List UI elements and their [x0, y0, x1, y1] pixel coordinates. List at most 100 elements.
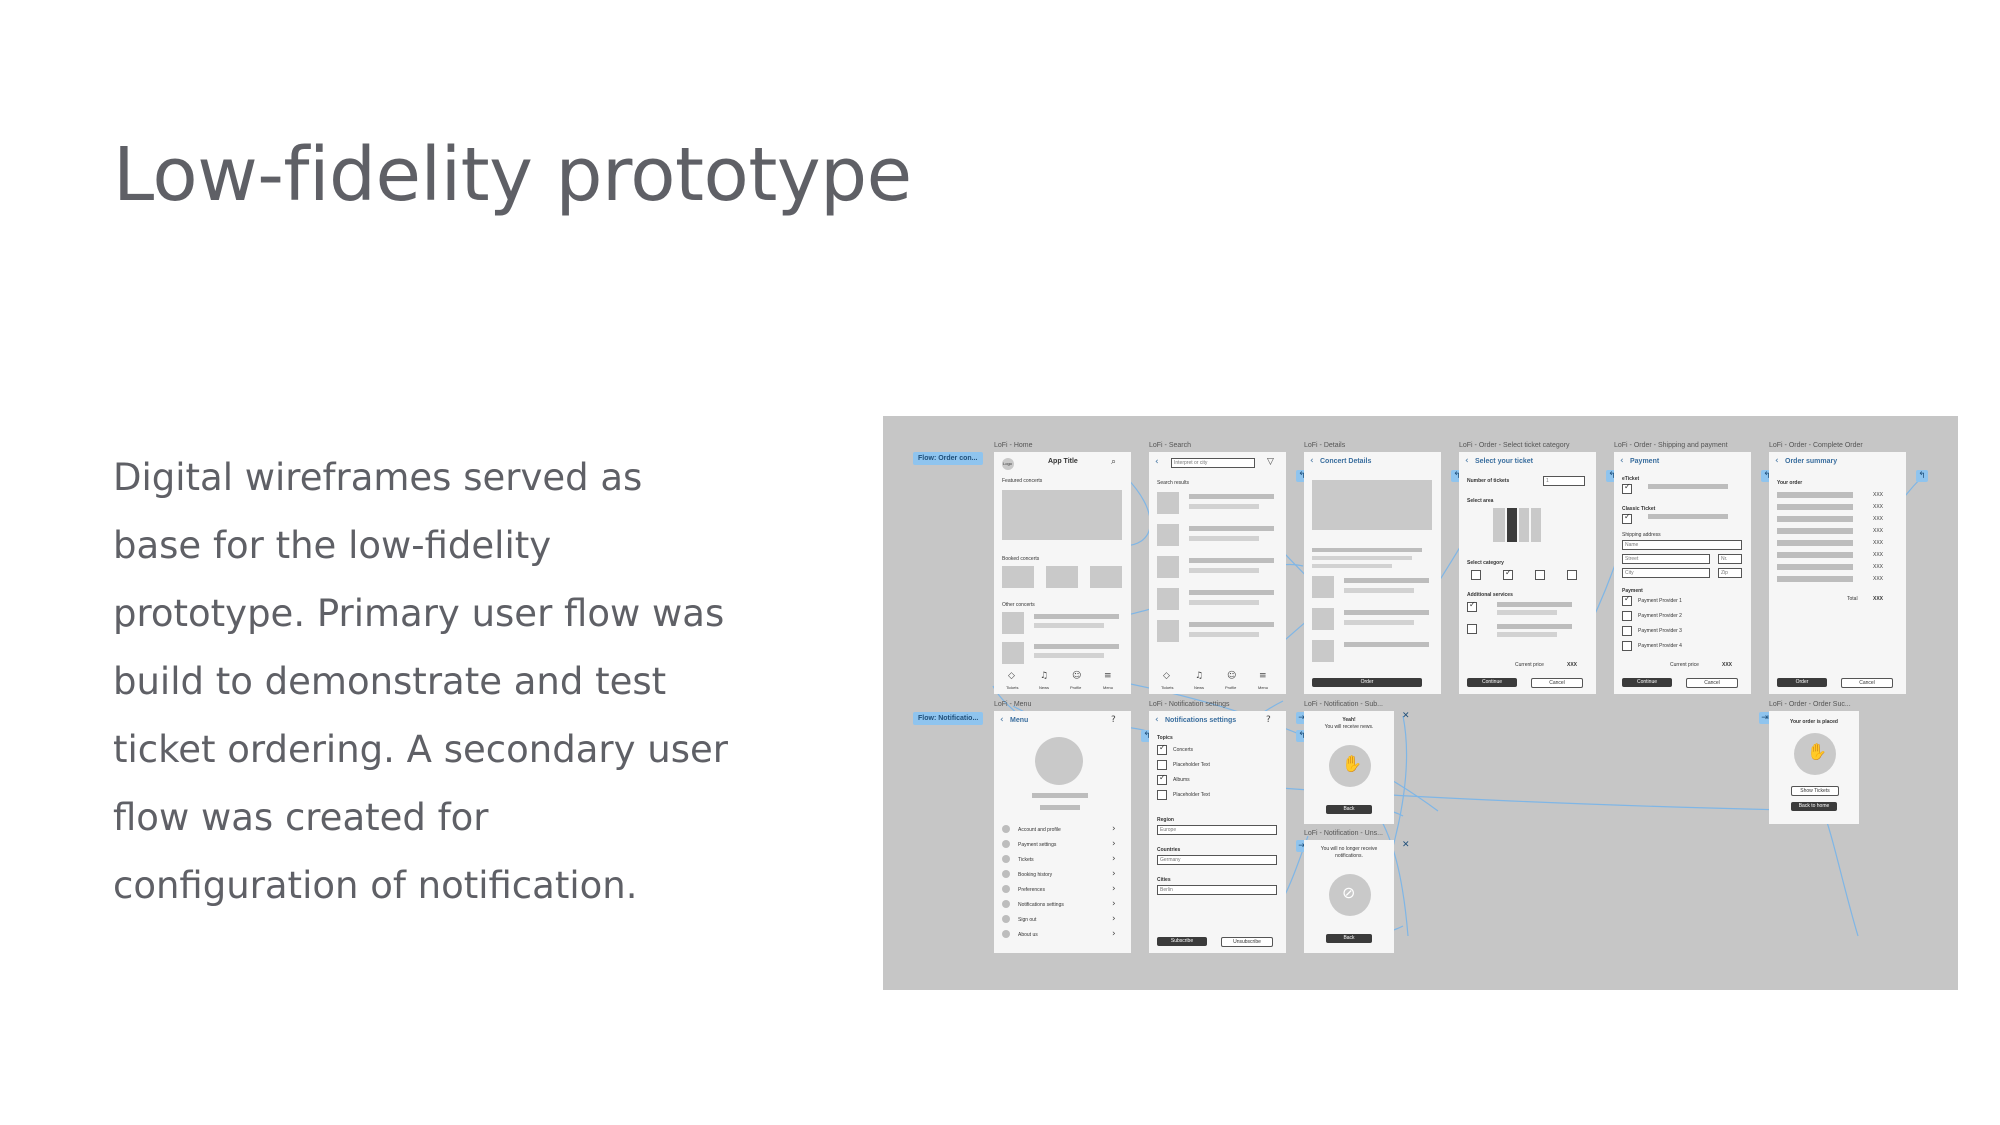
tab-profile[interactable]: Profile	[1070, 685, 1082, 690]
profile-tab-icon[interactable]: ☺	[1227, 671, 1237, 681]
tickets-tab-icon[interactable]: ◇	[1008, 671, 1015, 681]
region-select[interactable]: Europe	[1157, 825, 1277, 835]
frame-order-success[interactable]: Your order is placed ✋ Show Tickets Back…	[1769, 711, 1859, 824]
help-icon[interactable]: ?	[1266, 715, 1271, 725]
category-checkbox[interactable]	[1503, 568, 1513, 580]
classic-ticket-checkbox[interactable]	[1622, 512, 1632, 524]
tab-menu[interactable]: Menu	[1258, 685, 1269, 690]
back-icon[interactable]: ‹	[1155, 457, 1159, 467]
category-checkbox[interactable]	[1471, 570, 1481, 580]
continue-button[interactable]: Continue	[1467, 678, 1517, 687]
flow-order-button[interactable]: Flow: Order con...	[913, 452, 983, 465]
menu-item-preferences[interactable]: Preferences	[1018, 887, 1045, 893]
tab-news[interactable]: News	[1039, 685, 1050, 690]
back-button[interactable]: Back	[1326, 934, 1372, 943]
continue-button[interactable]: Continue	[1622, 678, 1672, 687]
topic-checkbox[interactable]	[1157, 790, 1167, 800]
menu-item-sign-out[interactable]: Sign out	[1018, 917, 1037, 923]
back-icon[interactable]: ‹	[1465, 456, 1469, 466]
area-block[interactable]	[1531, 508, 1541, 542]
news-tab-icon[interactable]: ♫	[1040, 671, 1049, 681]
frame-shipping[interactable]: ‹ Payment eTicket Classic Ticket Shippin…	[1614, 452, 1751, 694]
prototype-canvas[interactable]: Flow: Order con... Flow: Notificatio... …	[883, 416, 1958, 990]
frame-notification-unsubscribed[interactable]: You will no longer receive notifications…	[1304, 840, 1394, 953]
frame-notification-settings[interactable]: ‹ Notifications settings ? Topics Concer…	[1149, 711, 1286, 953]
provider-checkbox[interactable]	[1622, 626, 1632, 636]
news-tab-icon[interactable]: ♫	[1195, 671, 1204, 681]
area-block-selected[interactable]	[1507, 508, 1517, 542]
menu-item-booking-history[interactable]: Booking history	[1018, 872, 1053, 878]
chevron-right-icon[interactable]: ›	[1112, 869, 1116, 879]
frame-select-ticket[interactable]: ‹ Select your ticket Number of tickets 1…	[1459, 452, 1596, 694]
order-button[interactable]: Order	[1777, 678, 1827, 687]
order-button[interactable]: Order	[1312, 678, 1422, 687]
booked-card[interactable]	[1002, 566, 1034, 588]
unsubscribe-button[interactable]: Unsubscribe	[1221, 937, 1273, 947]
menu-item-account[interactable]: Account and profile	[1018, 827, 1061, 833]
tab-tickets[interactable]: Tickets	[1006, 685, 1019, 690]
back-link-icon[interactable]: ↰	[1916, 470, 1928, 482]
category-checkbox[interactable]	[1567, 570, 1577, 580]
topic-checkbox[interactable]	[1157, 773, 1167, 785]
frame-search[interactable]: ‹ Interpret or city ▽ Search results ◇ ♫…	[1149, 452, 1286, 694]
area-block[interactable]	[1493, 508, 1505, 542]
profile-tab-icon[interactable]: ☺	[1072, 671, 1082, 681]
tab-news[interactable]: News	[1194, 685, 1205, 690]
back-button[interactable]: Back	[1326, 805, 1372, 814]
topic-checkbox[interactable]	[1157, 760, 1167, 770]
back-icon[interactable]: ‹	[1310, 456, 1314, 466]
city-select[interactable]: Berlin	[1157, 885, 1277, 895]
booked-card[interactable]	[1090, 566, 1122, 588]
zip-field[interactable]: Zip	[1718, 568, 1742, 578]
frame-home[interactable]: Logo App Title ⌕ Featured concerts Booke…	[994, 452, 1131, 694]
search-input[interactable]: Interpret or city	[1171, 458, 1255, 468]
ticket-quantity-select[interactable]: 1	[1543, 476, 1585, 486]
show-tickets-button[interactable]: Show Tickets	[1791, 786, 1839, 796]
area-block[interactable]	[1519, 508, 1529, 542]
category-checkbox[interactable]	[1535, 570, 1545, 580]
name-field[interactable]: Name	[1622, 540, 1742, 550]
chevron-right-icon[interactable]: ›	[1112, 884, 1116, 894]
back-to-home-button[interactable]: Back to home	[1791, 802, 1837, 811]
frame-notification-subscribed[interactable]: Yeah! You will receive news. ✋ Back	[1304, 711, 1394, 824]
search-icon[interactable]: ⌕	[1111, 457, 1117, 467]
chevron-right-icon[interactable]: ›	[1112, 929, 1116, 939]
tab-profile[interactable]: Profile	[1225, 685, 1237, 690]
chevron-right-icon[interactable]: ›	[1112, 854, 1116, 864]
cancel-button[interactable]: Cancel	[1841, 678, 1893, 688]
service-checkbox[interactable]	[1467, 600, 1477, 612]
close-icon[interactable]: ✕	[1402, 711, 1410, 721]
back-icon[interactable]: ‹	[1620, 456, 1624, 466]
menu-item-about[interactable]: About us	[1018, 932, 1038, 938]
help-icon[interactable]: ?	[1111, 715, 1116, 725]
menu-item-tickets[interactable]: Tickets	[1018, 857, 1034, 863]
topic-checkbox[interactable]	[1157, 743, 1167, 755]
house-number-field[interactable]: Nr.	[1718, 554, 1742, 564]
back-icon[interactable]: ‹	[1155, 715, 1159, 725]
booked-card[interactable]	[1046, 566, 1078, 588]
chevron-right-icon[interactable]: ›	[1112, 839, 1116, 849]
tab-tickets[interactable]: Tickets	[1161, 685, 1174, 690]
cancel-button[interactable]: Cancel	[1531, 678, 1583, 688]
exit-link-icon[interactable]: ⇥	[1759, 712, 1771, 724]
menu-item-payment[interactable]: Payment settings	[1018, 842, 1057, 848]
provider-checkbox[interactable]	[1622, 641, 1632, 651]
frame-details[interactable]: ‹ Concert Details Order	[1304, 452, 1441, 694]
chevron-right-icon[interactable]: ›	[1112, 824, 1116, 834]
service-checkbox[interactable]	[1467, 624, 1477, 634]
tickets-tab-icon[interactable]: ◇	[1163, 671, 1170, 681]
chevron-right-icon[interactable]: ›	[1112, 914, 1116, 924]
frame-complete[interactable]: ‹ Order summary Your order XXX XXX XXX X…	[1769, 452, 1906, 694]
cancel-button[interactable]: Cancel	[1686, 678, 1738, 688]
close-icon[interactable]: ✕	[1402, 840, 1410, 850]
frame-menu[interactable]: ‹ Menu ? Account and profile › Payment s…	[994, 711, 1131, 953]
menu-item-notifications[interactable]: Notifications settings	[1018, 902, 1064, 908]
city-field[interactable]: City	[1622, 568, 1710, 578]
back-icon[interactable]: ‹	[1000, 715, 1004, 725]
eticket-checkbox[interactable]	[1622, 482, 1632, 494]
chevron-right-icon[interactable]: ›	[1112, 899, 1116, 909]
street-field[interactable]: Street	[1622, 554, 1710, 564]
tab-menu[interactable]: Menu	[1103, 685, 1114, 690]
flow-notification-button[interactable]: Flow: Notificatio...	[913, 712, 984, 725]
back-icon[interactable]: ‹	[1775, 456, 1779, 466]
